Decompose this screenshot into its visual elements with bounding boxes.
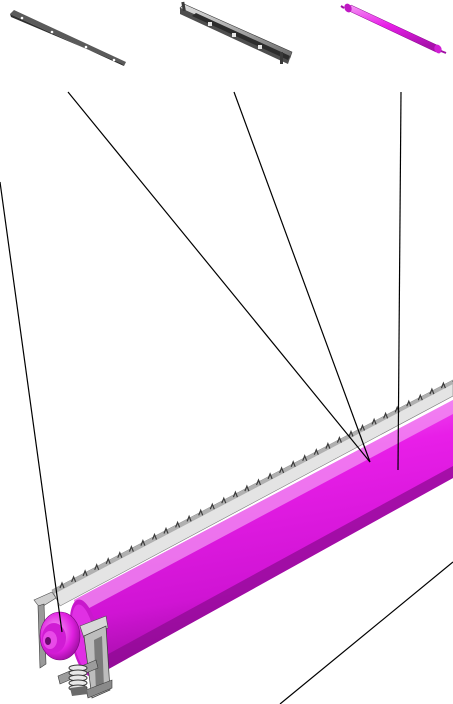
leader-line-shaft <box>397 91 402 471</box>
leader-line-strip <box>67 91 371 463</box>
flat-strip-part <box>10 10 126 66</box>
leader-line-bracket <box>233 91 371 463</box>
roller-shaft-part <box>340 3 447 54</box>
end-cap-hub <box>39 611 81 661</box>
leader-line-left <box>0 181 63 633</box>
toothed-bracket-part <box>179 1 293 64</box>
leader-lines <box>0 91 453 704</box>
roller-assembly <box>33 379 453 699</box>
toothed-edge-strip <box>51 379 453 607</box>
spring-bracket <box>33 591 113 699</box>
leader-line-bottom <box>279 561 453 704</box>
